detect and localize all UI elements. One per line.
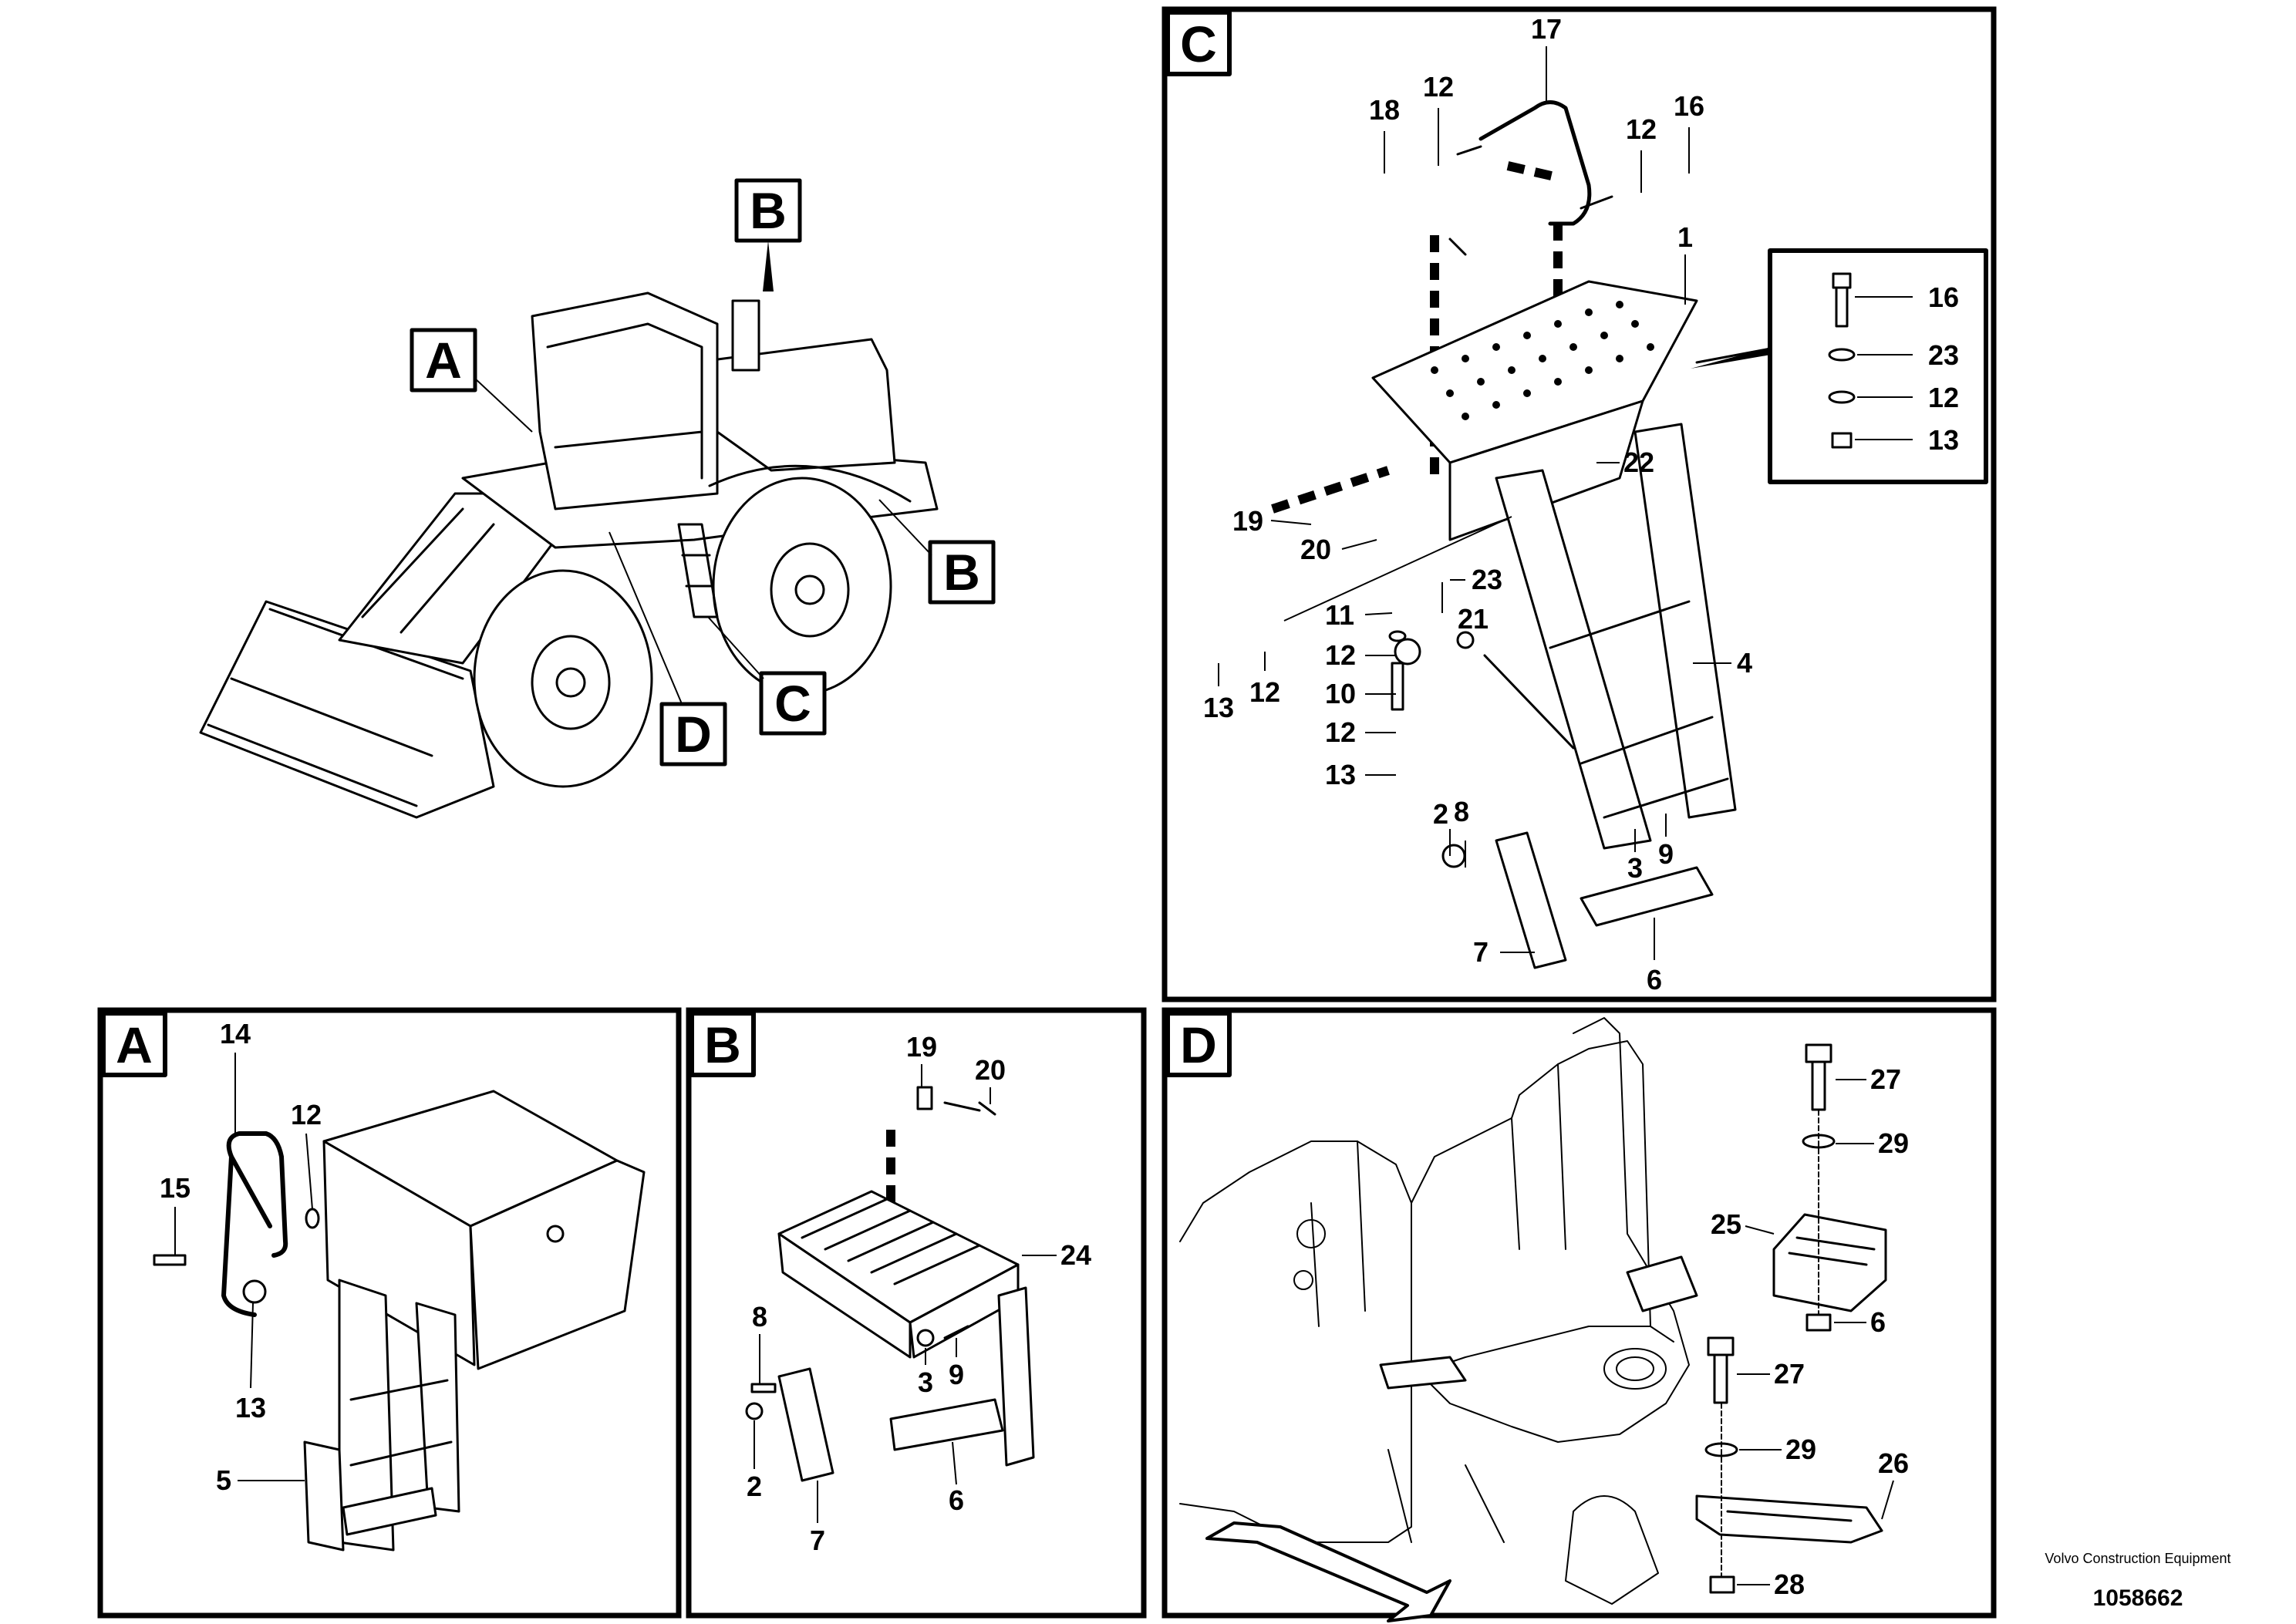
callout-a-letter: A <box>425 332 462 389</box>
panel-b-label-7: 7 <box>810 1525 825 1556</box>
panel-b-label-6: 6 <box>949 1484 964 1516</box>
panel-c-label-12: 12 <box>1325 639 1356 671</box>
panel-a-label-13: 13 <box>235 1392 266 1424</box>
panel-c-label-7: 7 <box>1473 936 1489 968</box>
panel-d-label-26: 26 <box>1878 1447 1909 1479</box>
panel-a-label-14: 14 <box>220 1018 251 1050</box>
panel-c-label-17: 17 <box>1531 13 1562 45</box>
callout-c-letter: C <box>774 675 811 732</box>
panel-c-label-13: 13 <box>1928 424 1959 456</box>
panel-c-label-22: 22 <box>1623 446 1654 478</box>
panel-c-label-2: 2 <box>1433 798 1448 830</box>
platform-holes <box>1431 301 1654 420</box>
callout-b-top-letter: B <box>750 182 787 239</box>
panel-c-label-21: 21 <box>1458 603 1489 635</box>
panel-d-label-6: 6 <box>1870 1306 1886 1338</box>
panel-b-letter: B <box>704 1016 741 1073</box>
callout-c: C <box>707 616 827 736</box>
panel-c-label-6: 6 <box>1647 964 1662 996</box>
panel-c-letter: C <box>1180 15 1217 72</box>
panel-c-label-20: 20 <box>1300 534 1331 565</box>
panel-b-label-3: 3 <box>918 1366 933 1398</box>
panel-c-label-1: 1 <box>1677 221 1693 253</box>
callout-b-right-letter: B <box>943 544 980 601</box>
panel-b-label-9: 9 <box>949 1359 964 1390</box>
wheel-loader-overview <box>199 291 939 819</box>
footer-document-number: 1058662 <box>2092 1585 2183 1611</box>
panel-c-label-12: 12 <box>1928 382 1959 413</box>
panel-c-label-3: 3 <box>1627 852 1643 884</box>
panel-b-label-20: 20 <box>975 1054 1006 1086</box>
panel-c-label-18: 18 <box>1369 94 1400 126</box>
panel-d-letter: D <box>1180 1016 1217 1073</box>
panel-d-label-25: 25 <box>1711 1208 1741 1240</box>
panel-c-label-11: 11 <box>1325 599 1354 631</box>
panel-c-label-16: 16 <box>1674 90 1704 122</box>
panel-b-label-8: 8 <box>752 1301 767 1333</box>
callout-d-letter: D <box>675 706 712 763</box>
panel-c-label-23: 23 <box>1472 564 1502 595</box>
panel-b-label-24: 24 <box>1060 1239 1091 1271</box>
panel-d: D <box>1161 1007 1997 1622</box>
panel-b: B 19 20 24 8 3 9 2 <box>686 1007 1147 1619</box>
panel-c-label-4: 4 <box>1737 647 1752 679</box>
panel-c-label-8: 8 <box>1454 796 1469 827</box>
panel-c-label-13: 13 <box>1325 759 1356 790</box>
panel-c-label-16: 16 <box>1928 281 1959 313</box>
panel-d-label-29: 29 <box>1878 1127 1909 1159</box>
callout-d: D <box>609 531 727 767</box>
panel-c-label-12: 12 <box>1423 71 1454 103</box>
panel-c-label-19: 19 <box>1232 505 1263 537</box>
callout-b-top: B <box>734 178 802 291</box>
panel-c-label-12: 12 <box>1325 716 1356 748</box>
panel-d-label-27: 27 <box>1774 1358 1805 1390</box>
panel-d-label-29: 29 <box>1785 1434 1816 1465</box>
callout-a: A <box>410 328 533 433</box>
panel-a-label-15: 15 <box>160 1172 190 1204</box>
panel-b-label-19: 19 <box>906 1031 937 1063</box>
callout-b-right: B <box>878 499 996 605</box>
panel-a-label-5: 5 <box>216 1464 231 1496</box>
panel-c-label-9: 9 <box>1658 838 1674 870</box>
panel-c-leaders <box>1218 46 1731 960</box>
panel-b-label-2: 2 <box>747 1471 762 1502</box>
panel-a-letter: A <box>116 1016 153 1073</box>
panel-c-label-10: 10 <box>1325 678 1356 709</box>
panel-c-label-23: 23 <box>1928 339 1959 371</box>
panel-d-label-27: 27 <box>1870 1063 1901 1095</box>
panel-c-label-12: 12 <box>1626 113 1657 145</box>
panel-d-label-28: 28 <box>1774 1568 1805 1600</box>
panel-c-label-12: 12 <box>1249 676 1280 708</box>
footer-company-name: Volvo Construction Equipment <box>2045 1551 2231 1566</box>
panel-c-label-13: 13 <box>1203 692 1234 723</box>
panel-a-label-12: 12 <box>291 1099 322 1130</box>
panel-a: A 14 12 15 13 5 <box>97 1007 682 1619</box>
panel-c: C <box>1161 6 1997 1002</box>
